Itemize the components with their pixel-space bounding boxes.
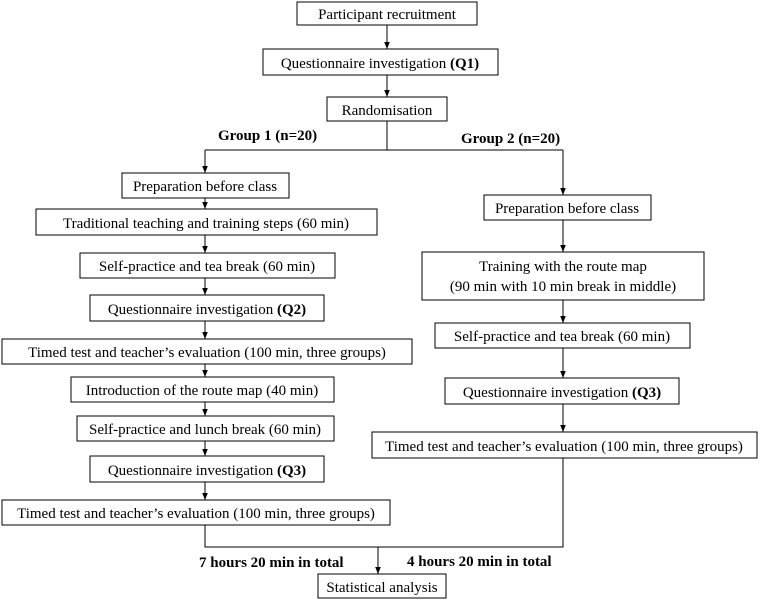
node-g2-preparation: Preparation before class: [483, 194, 652, 221]
node-g2-training-route-map: Training with the route map (90 min with…: [421, 251, 705, 301]
node-g2-timed-test: Timed test and teacher’s evaluation (100…: [371, 431, 758, 459]
node-g1-intro-route-map: Introduction of the route map (40 min): [70, 376, 335, 403]
node-statistical-analysis: Statistical analysis: [317, 573, 447, 599]
node-label: Statistical analysis: [326, 580, 437, 596]
node-g1-selfpractice-lunch: Self-practice and lunch break (60 min): [76, 415, 335, 442]
node-label-line1: Training with the route map: [479, 259, 647, 275]
node-g2-selfpractice-tea: Self-practice and tea break (60 min): [434, 322, 691, 349]
node-g1-questionnaire-q2: Questionnaire investigation (Q2): [89, 294, 325, 322]
node-label: Preparation before class: [495, 201, 639, 217]
node-label: Questionnaire investigation (Q2): [108, 302, 306, 318]
node-label: Questionnaire investigation (Q1): [281, 56, 479, 72]
node-label-line2: (90 min with 10 min break in middle): [450, 279, 676, 295]
node-label: Questionnaire investigation (Q3): [463, 385, 661, 401]
group2-label: Group 2 (n=20): [461, 131, 560, 147]
total-group1: 7 hours 20 min in total: [199, 555, 344, 571]
node-label: Questionnaire investigation (Q3): [108, 463, 306, 479]
node-label: Self-practice and tea break (60 min): [454, 329, 670, 345]
node-label: Traditional teaching and training steps …: [63, 216, 349, 232]
node-label: Timed test and teacher’s evaluation (100…: [28, 345, 386, 361]
node-label: Randomisation: [342, 103, 433, 119]
node-label: Timed test and teacher’s evaluation (100…: [17, 506, 375, 522]
node-label: Preparation before class: [133, 179, 277, 195]
node-g1-questionnaire-q3: Questionnaire investigation (Q3): [89, 455, 325, 483]
node-label: Introduction of the route map (40 min): [86, 383, 318, 399]
line-g2-to-merge: [378, 458, 564, 548]
node-label: Timed test and teacher’s evaluation (100…: [385, 439, 743, 455]
group1-label: Group 1 (n=20): [218, 128, 317, 144]
node-questionnaire-q1: Questionnaire investigation (Q1): [262, 48, 499, 76]
node-g1-timed-test-1: Timed test and teacher’s evaluation (100…: [1, 338, 413, 365]
line-g1-to-merge: [204, 525, 378, 548]
connectors: [202, 25, 566, 574]
node-randomisation: Randomisation: [326, 96, 448, 122]
node-label: Participant recruitment: [318, 7, 457, 23]
node-g2-questionnaire-q3: Questionnaire investigation (Q3): [444, 377, 680, 405]
node-g1-preparation: Preparation before class: [121, 172, 290, 199]
node-label: Self-practice and tea break (60 min): [99, 259, 315, 275]
node-g1-traditional-teaching: Traditional teaching and training steps …: [35, 208, 378, 236]
total-group2: 4 hours 20 min in total: [407, 554, 552, 570]
node-label: Self-practice and lunch break (60 min): [89, 422, 321, 438]
node-g1-selfpractice-tea: Self-practice and tea break (60 min): [79, 252, 336, 279]
node-participant-recruitment: Participant recruitment: [296, 1, 478, 26]
node-g1-timed-test-2: Timed test and teacher’s evaluation (100…: [1, 499, 391, 526]
